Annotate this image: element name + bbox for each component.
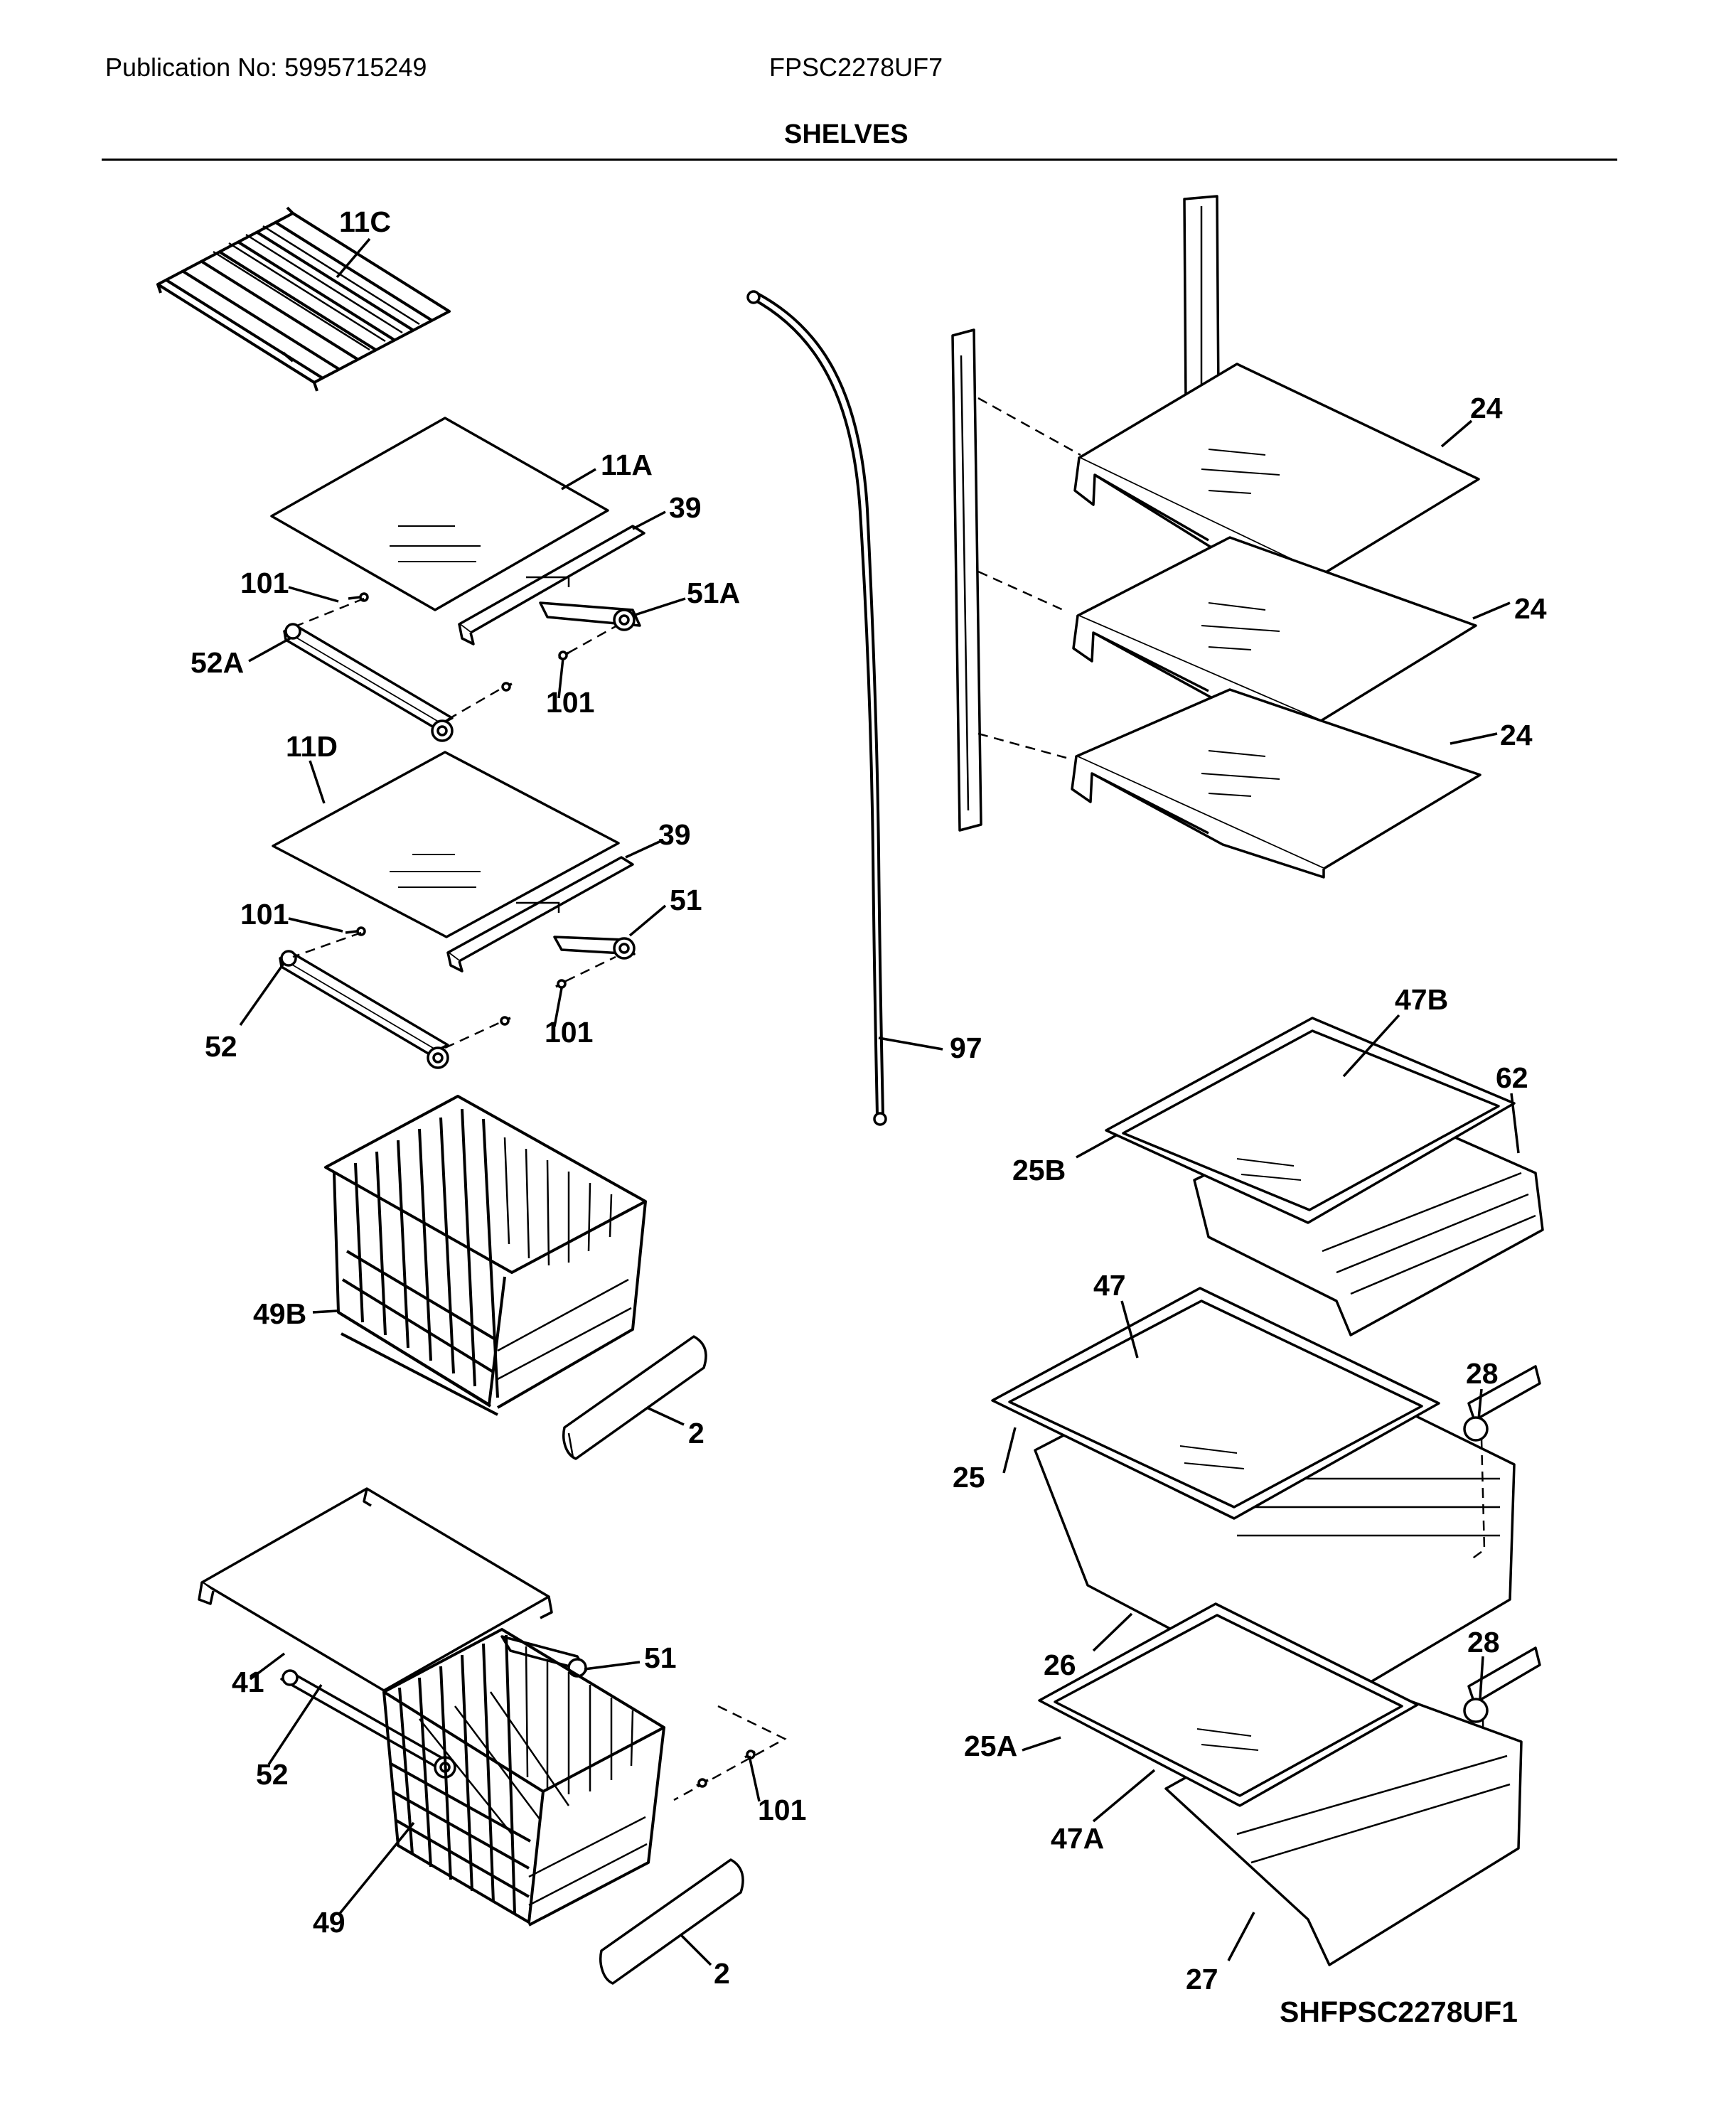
callout-52-lower: 52 [256,1758,289,1791]
callout-97: 97 [950,1032,982,1064]
screw-101-a [296,592,369,627]
header-rule [102,159,1617,161]
callout-26: 26 [1044,1649,1076,1681]
wire-basket-49 [382,1628,665,1927]
tube-97 [746,290,887,1126]
callout-101-c: 101 [240,898,289,931]
bracket-guide-lines [1468,1438,1486,1860]
glass-shelf-11D [272,751,620,938]
cover-47A [1038,1602,1419,1807]
slide-rail-52-lower [280,1669,456,1779]
model-number: FPSC2278UF7 [769,53,943,82]
callout-47: 47 [1093,1269,1126,1302]
wire-basket-49B [324,1095,647,1416]
slide-rail-51A [539,601,641,631]
callout-52A: 52A [191,646,244,679]
screw-101-e [673,1705,787,1801]
callout-41: 41 [232,1666,264,1698]
cover-47 [991,1287,1440,1520]
callout-11C: 11C [339,205,391,238]
wire-shelf-11C [156,206,451,392]
callout-28-upper: 28 [1466,1357,1499,1390]
publication-number: Publication No: 5995715249 [105,53,427,82]
shelf-41 [198,1487,553,1692]
callout-47B: 47B [1395,983,1448,1016]
callout-49: 49 [313,1906,345,1939]
slide-rail-52A [283,623,454,742]
callout-leaders [239,237,1520,1966]
trim-2-lower [599,1858,744,1985]
callout-2-lower: 2 [714,1957,730,1990]
callout-101-b: 101 [546,686,594,719]
callout-24-low: 24 [1500,719,1533,751]
shelf-24-mid [1072,536,1477,731]
callout-39-upper: 39 [669,491,702,524]
callout-2-upper: 2 [688,1417,704,1450]
shelf-24-low [1071,688,1482,879]
diagram-code: SHFPSC2278UF1 [1280,1995,1518,2028]
callout-101-e: 101 [758,1794,806,1826]
screw-101-b [447,624,618,721]
slide-rail-51 [553,936,636,960]
callout-25: 25 [953,1461,985,1494]
shelf-ladder-left [951,328,982,832]
glass-shelf-11A [270,417,609,611]
callout-24-top: 24 [1470,392,1503,424]
callout-24-mid: 24 [1514,592,1547,625]
screw-101-d [444,955,616,1049]
callout-51-lower: 51 [644,1641,677,1674]
callout-11D: 11D [286,730,338,763]
shelf-ladder-right [1183,195,1220,404]
screw-101-c [292,926,366,958]
callout-51: 51 [670,884,702,916]
callout-39-lower: 39 [658,818,691,851]
callout-101-a: 101 [240,567,289,599]
callout-62: 62 [1496,1061,1528,1094]
bracket-28-upper [1463,1365,1541,1442]
callout-101-d: 101 [545,1016,593,1049]
slide-rail-52 [279,950,449,1069]
callout-51A: 51A [687,577,740,609]
callout-49B: 49B [253,1297,306,1330]
callout-47A: 47A [1051,1822,1104,1855]
callout-27: 27 [1186,1963,1218,1995]
trim-2-upper [562,1335,707,1460]
callout-11A: 11A [601,449,653,481]
bracket-28-lower [1463,1646,1541,1723]
page-title: SHELVES [784,119,909,149]
trim-39-upper [458,525,645,645]
cover-47B [1105,1017,1516,1224]
callout-25A: 25A [964,1730,1017,1762]
callout-52: 52 [205,1030,237,1063]
trim-39-lower [446,856,634,973]
callout-28-lower: 28 [1467,1626,1500,1659]
callout-25B: 25B [1012,1154,1066,1186]
